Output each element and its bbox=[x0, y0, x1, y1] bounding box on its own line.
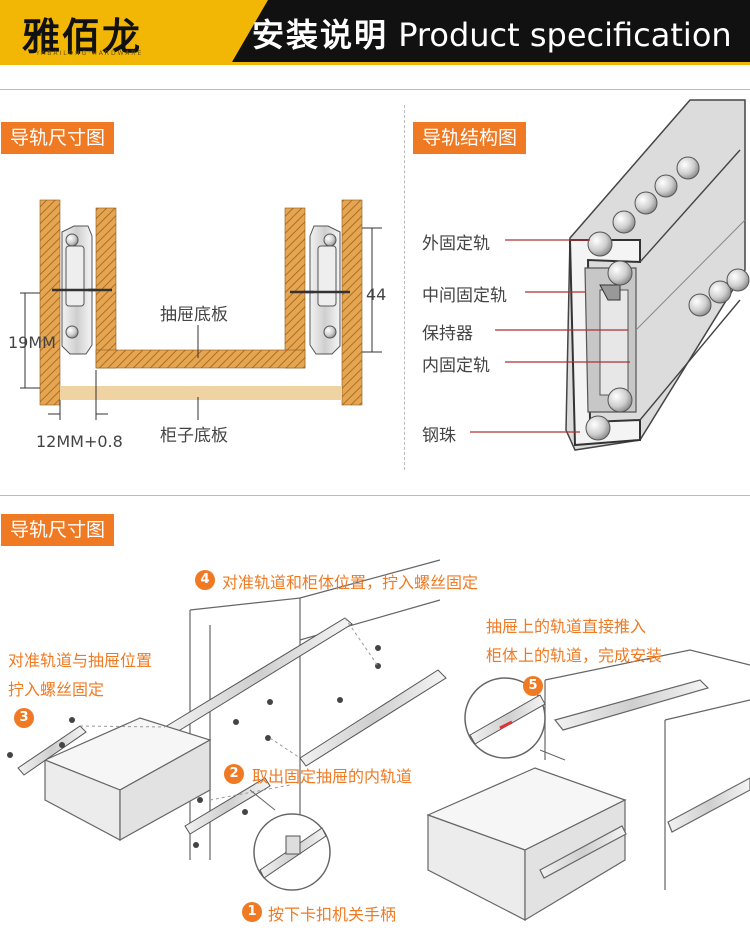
divider-middle bbox=[0, 495, 750, 496]
screws bbox=[7, 645, 381, 848]
header-title: 安装说明 Product specification bbox=[252, 10, 732, 56]
finished-cabinet bbox=[544, 649, 750, 890]
step-5-text-line2: 柜体上的轨道，完成安装 bbox=[486, 646, 663, 665]
part-retainer: 保持器 bbox=[422, 324, 473, 344]
slide-rail-left bbox=[52, 225, 112, 355]
step-4-number: 4 bbox=[195, 570, 215, 590]
label-cabinet-bottom: 柜子底板 bbox=[160, 426, 228, 446]
dim-label-12mm: 12MM+0.8 bbox=[36, 432, 123, 451]
structure-leader-lines bbox=[470, 239, 630, 433]
brand-panel-edge bbox=[232, 0, 268, 62]
part-middle-rail: 中间固定轨 bbox=[422, 286, 507, 306]
rail-structure-drawing bbox=[565, 99, 750, 451]
drawer-cross-section bbox=[95, 207, 306, 369]
divider-top bbox=[0, 89, 750, 90]
dim-label-19mm: 19MM bbox=[8, 333, 56, 352]
dim-label-44: 44 bbox=[366, 285, 387, 304]
brand-subtitle: YABAILONG·HARDWARE bbox=[36, 50, 144, 57]
dimension-lines bbox=[20, 227, 382, 420]
cabinet-cross-section bbox=[39, 199, 363, 406]
finished-drawer bbox=[426, 767, 627, 922]
step-1-number: 1 bbox=[242, 902, 262, 922]
brand-logo: 雅佰龙 bbox=[22, 15, 143, 59]
drawer-box bbox=[43, 717, 212, 842]
dashed-guides bbox=[79, 617, 379, 801]
part-steel-ball: 钢珠 bbox=[422, 426, 456, 446]
part-outer-rail: 外固定轨 bbox=[422, 234, 490, 254]
step-3-number: 3 bbox=[14, 708, 34, 728]
push-in-zoom bbox=[464, 677, 566, 761]
step-2-text: 取出固定抽屉的内轨道 bbox=[252, 767, 413, 786]
step-3-text-line2: 拧入螺丝固定 bbox=[8, 680, 105, 699]
cabinet-rails bbox=[164, 617, 447, 767]
part-inner-rail: 内固定轨 bbox=[422, 356, 490, 376]
drawer-rails bbox=[17, 725, 271, 835]
divider-vertical bbox=[404, 105, 405, 470]
step-5-number: 5 bbox=[523, 676, 543, 696]
step-3-text: 对准轨道与抽屉位置 bbox=[8, 651, 153, 670]
step-2-number: 2 bbox=[224, 764, 244, 784]
tag-rail-structure: 导轨结构图 bbox=[413, 122, 527, 154]
brand-panel bbox=[0, 0, 232, 62]
tag-rail-dimensions: 导轨尺寸图 bbox=[1, 122, 115, 154]
step-1-text: 按下卡扣机关手柄 bbox=[268, 905, 397, 924]
cabinet-frame bbox=[189, 559, 441, 860]
header-title-en: Product specification bbox=[398, 16, 732, 54]
header-bar: 雅佰龙 YABAILONG·HARDWARE 安装说明 Product spec… bbox=[0, 0, 750, 62]
header-underline bbox=[0, 62, 750, 65]
slide-rail-right bbox=[290, 225, 350, 355]
tag-installation: 导轨尺寸图 bbox=[1, 514, 115, 546]
label-drawer-bottom: 抽屉底板 bbox=[160, 305, 228, 325]
step-5-text: 抽屉上的轨道直接推入 bbox=[486, 617, 647, 636]
step-4-text: 对准轨道和柜体位置，拧入螺丝固定 bbox=[222, 573, 479, 592]
header-title-cn: 安装说明 bbox=[252, 16, 389, 54]
release-clip-zoom bbox=[249, 789, 331, 891]
